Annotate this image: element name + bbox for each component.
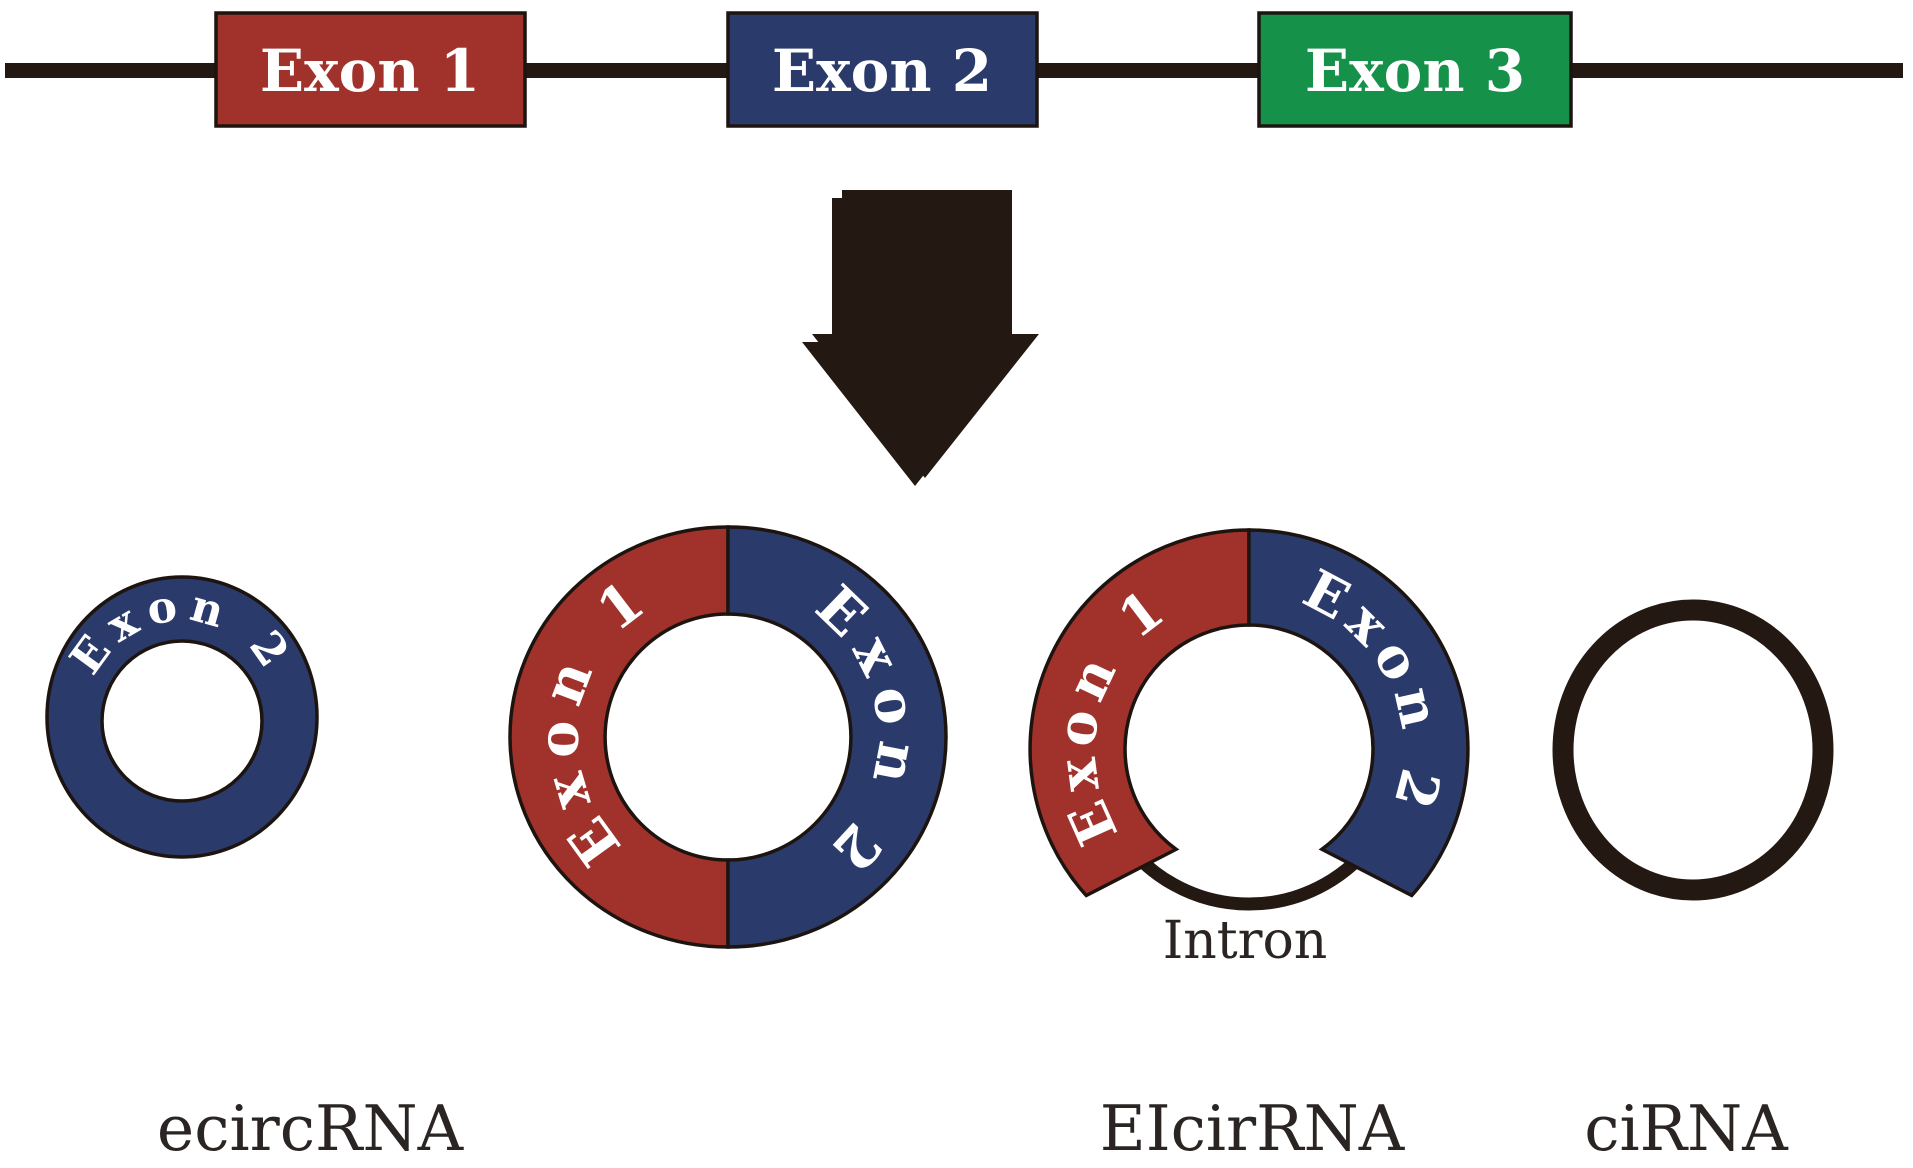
eicirrna-caption: EIcirRNA [1100, 1092, 1406, 1165]
exon-2-box-label: Exon 2 [772, 37, 992, 105]
exon-1-rect [214, 11, 527, 128]
cirna-circle [1552, 599, 1834, 901]
exon-3-box-label: Exon 3 [1305, 37, 1525, 105]
eicirrna-exon2-band [1247, 528, 1470, 898]
exon-1-box: Exon 1 [214, 11, 527, 128]
ecircrna-ring: Exon 2 [45, 575, 319, 859]
gene-track: Exon 1 Exon 2 Exon 3 [5, 11, 1903, 128]
exon-3-box: Exon 3 [1257, 11, 1573, 128]
exon-2-rect [726, 11, 1039, 128]
eicirrna-intron-label: Intron [1163, 911, 1328, 971]
exon-2-box: Exon 2 [726, 11, 1039, 128]
ecircrna-ring-hole [100, 639, 264, 803]
eicirrna-ring: Exon 1 Exon 2 Intron [1028, 528, 1470, 971]
exon-3-rect [1257, 11, 1573, 128]
cirna-caption: ciRNA [1584, 1092, 1789, 1165]
ecircrna-caption: ecircRNA [157, 1092, 465, 1165]
exon-circle-right-half [726, 525, 948, 949]
eicirrna-exon1-band [1028, 528, 1251, 898]
exon-circle-left-half [508, 525, 730, 949]
splicing-arrow-icon [802, 190, 1039, 486]
exon-1-box-label: Exon 1 [260, 37, 480, 105]
splicing-arrow-body [812, 190, 1039, 478]
eicirrna-intron-arc [1116, 834, 1382, 911]
exon-exon-circle: Exon 1 Exon 2 [508, 525, 948, 949]
